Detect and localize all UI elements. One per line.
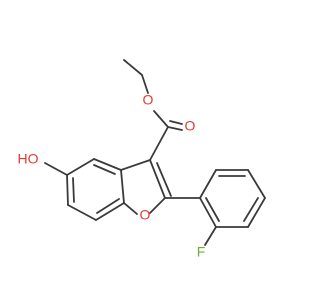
atom-label-furan-oxygen: O	[140, 207, 151, 223]
bond-ester-o-to-carbonyl-c	[153, 110, 169, 128]
bond-ph-6-1	[199, 197, 217, 228]
bond-ph-1-2	[199, 169, 217, 199]
bond-c3-c2	[149, 159, 166, 199]
bond-c3-c2-double	[156, 162, 172, 197]
bond-ethyl-ch2-o	[141, 74, 149, 94]
bond-c3a-c4	[93, 158, 122, 171]
atom-labels-group: O O HO O F	[18, 92, 206, 260]
bond-ph-4-5	[247, 197, 266, 228]
bond-c4-c5	[66, 158, 95, 176]
bond-c5-c6	[66, 174, 69, 206]
bond-ethyl-methyl	[123, 59, 143, 76]
bond-carbonyl-double-2	[169, 120, 183, 125]
bond-ph-f	[204, 226, 217, 246]
bond-c2-o1	[149, 197, 166, 214]
bond-carbonyl-double-1	[167, 126, 183, 131]
bonds-group	[44, 59, 266, 246]
bond-carbonyl-to-c3	[149, 126, 169, 161]
bond-c7-c7a	[95, 202, 125, 221]
structure-svg: O O HO O F	[18, 59, 266, 260]
bond-c3a-c7a	[120, 169, 125, 204]
bond-ph-4-5-double	[243, 197, 259, 222]
bond-c7-c7a-double	[96, 198, 120, 214]
bond-c6-c7	[67, 204, 97, 221]
bond-o1-c7a	[123, 202, 138, 215]
bond-ph-6-1-double	[205, 197, 220, 222]
bond-c5-c6-double	[72, 177, 75, 203]
atom-label-hydroxyl: HO	[18, 151, 39, 167]
bond-ph-3-4	[247, 169, 266, 199]
atom-label-ester-oxygen: O	[143, 92, 154, 108]
bond-c3a-c4-double	[93, 164, 116, 175]
molecule-diagram: O O HO O F	[17, 59, 266, 260]
atom-label-carbonyl-oxygen: O	[185, 118, 196, 134]
bond-c5-oh	[44, 162, 68, 176]
bond-c3-c3a	[120, 159, 151, 171]
atom-label-fluorine: F	[197, 244, 206, 260]
